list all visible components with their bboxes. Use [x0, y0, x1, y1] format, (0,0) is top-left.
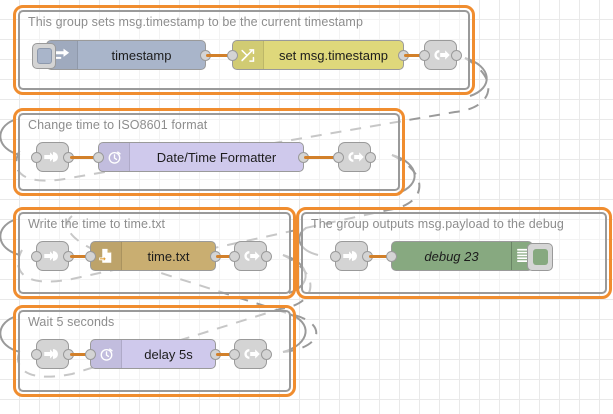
output-port[interactable] [451, 50, 462, 61]
output-port[interactable] [261, 251, 272, 262]
link-out-icon [433, 50, 450, 60]
wire-datetime-to-linkout [304, 156, 342, 159]
input-port[interactable] [227, 50, 238, 61]
delay-node[interactable]: delay 5s [85, 339, 221, 369]
link-in-node[interactable] [330, 241, 373, 271]
file-write-icon [91, 242, 122, 270]
input-port[interactable] [31, 251, 42, 262]
output-port[interactable] [365, 152, 376, 163]
group-write-file[interactable]: Write the time to time.txt time.txt [13, 207, 296, 299]
input-port[interactable] [333, 152, 344, 163]
datetime-node[interactable]: Date/Time Formatter [93, 142, 309, 172]
group-debug[interactable]: The group outputs msg.payload to the deb… [296, 207, 612, 299]
inject-node[interactable]: timestamp [32, 40, 211, 70]
link-in-node[interactable] [31, 241, 74, 271]
link-in-icon [43, 349, 58, 359]
wire-linkin-to-file [70, 255, 92, 258]
input-port[interactable] [386, 251, 397, 262]
link-out-node[interactable] [333, 142, 376, 172]
input-port[interactable] [229, 251, 240, 262]
group-label: Wait 5 seconds [28, 315, 115, 329]
input-port[interactable] [31, 349, 42, 360]
group-label: Write the time to time.txt [28, 217, 166, 231]
link-out-node[interactable] [229, 339, 272, 369]
link-in-node[interactable] [31, 339, 74, 369]
link-in-icon [342, 251, 357, 261]
change-node[interactable]: set msg.timestamp [227, 40, 409, 70]
link-in-icon [43, 152, 58, 162]
wire-linkin-to-delay [70, 353, 92, 356]
link-out-icon [347, 152, 364, 162]
debug-toggle-glyph [532, 249, 548, 265]
output-port[interactable] [261, 349, 272, 360]
wire-linkin-to-datetime [70, 156, 100, 159]
link-out-icon [243, 349, 260, 359]
change-shuffle-icon [233, 41, 264, 69]
clock-icon [99, 143, 130, 171]
wire-linkin-to-debug [369, 255, 393, 258]
inject-node-label: timestamp [111, 47, 172, 63]
inject-button-glyph [36, 48, 52, 64]
input-port[interactable] [93, 152, 104, 163]
input-port[interactable] [85, 251, 96, 262]
clock-icon [91, 340, 122, 368]
wire-delay-to-linkout [216, 353, 238, 356]
debug-node-label: debug 23 [424, 248, 479, 264]
input-port[interactable] [330, 251, 341, 262]
debug-node[interactable]: debug 23 [386, 241, 553, 271]
input-port[interactable] [229, 349, 240, 360]
group-wait[interactable]: Wait 5 seconds delay 5s [13, 305, 296, 397]
wire-file-to-linkout [216, 255, 238, 258]
link-in-icon [43, 251, 58, 261]
file-node-label: time.txt [147, 248, 190, 264]
group-label: Change time to ISO8601 format [28, 118, 208, 132]
link-out-node[interactable] [419, 40, 462, 70]
wire-change-to-linkout [404, 54, 428, 57]
group-timestamp[interactable]: This group sets msg.timestamp to be the … [13, 5, 475, 95]
delay-node-label: delay 5s [144, 346, 193, 362]
input-port[interactable] [31, 152, 42, 163]
group-iso8601[interactable]: Change time to ISO8601 format Date/Time … [13, 108, 405, 196]
debug-toggle-button[interactable] [527, 243, 553, 271]
link-out-node[interactable] [229, 241, 272, 271]
group-label: The group outputs msg.payload to the deb… [311, 217, 564, 231]
input-port[interactable] [419, 50, 430, 61]
link-in-node[interactable] [31, 142, 74, 172]
group-label: This group sets msg.timestamp to be the … [28, 15, 363, 29]
input-port[interactable] [85, 349, 96, 360]
link-out-icon [243, 251, 260, 261]
change-node-label: set msg.timestamp [278, 47, 389, 63]
file-node[interactable]: time.txt [85, 241, 221, 271]
wire-inject-to-change [206, 54, 232, 57]
inject-button[interactable] [32, 43, 56, 69]
debug-stripes-icon [511, 242, 532, 270]
datetime-node-label: Date/Time Formatter [156, 149, 277, 165]
